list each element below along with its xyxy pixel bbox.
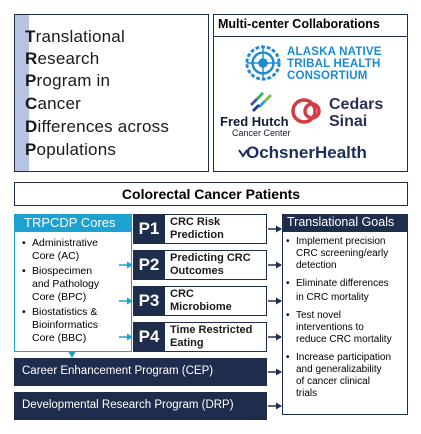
goal-line: detection: [296, 260, 337, 271]
project-title: Outcomes: [170, 265, 224, 277]
core-line: Administrative: [32, 237, 98, 249]
title-line-1: Translational: [25, 27, 125, 46]
goal-line: Eliminate differences: [296, 278, 389, 289]
patients-box: [14, 182, 408, 206]
ochsner-name: OchsnerHealth: [246, 143, 367, 162]
title-line-4: Cancer: [25, 94, 82, 113]
bullet: •: [286, 236, 290, 247]
cedars-sinai-logo-icon: [291, 98, 321, 124]
core-line: Core (AC): [32, 250, 80, 262]
fred-hutch-name: Fred Hutch: [220, 114, 289, 129]
bullet: •: [286, 310, 290, 321]
goal-line: trials: [296, 388, 318, 399]
goal-line: of cancer clinical: [296, 376, 370, 387]
project-title: CRC: [170, 288, 194, 300]
collaborations-divider: [214, 36, 407, 37]
title-line-5: Differences across: [25, 117, 170, 136]
goal-line: and generalizability: [296, 364, 382, 375]
fred-hutch-subtitle: Cancer Center: [232, 128, 291, 138]
alaska-native-name-line-2: TRIBAL HEALTH: [287, 58, 381, 70]
collaborations-heading: Multi-center Collaborations: [218, 17, 380, 31]
program-label-drp: Developmental Research Program (DRP): [22, 399, 234, 411]
project-title: Eating: [170, 337, 204, 349]
goal-line: interventions to: [296, 322, 364, 333]
core-line: Bioinformatics: [32, 319, 98, 331]
alaska-native-logo-icon: [245, 45, 281, 81]
goal-line: reduce CRC mortality: [296, 334, 392, 345]
core-line: Biostatistics &: [32, 306, 98, 318]
program-label-cep: Career Enhancement Program (CEP): [22, 365, 214, 377]
program-bar-cep: [14, 358, 267, 386]
bullet: •: [22, 306, 26, 318]
goals-header: [282, 214, 408, 232]
project-id: P1: [133, 214, 165, 244]
project-id: P2: [133, 250, 165, 280]
program-title-box: [14, 14, 209, 172]
cedars-sinai-name-line-2: Sinai: [329, 113, 368, 130]
core-line: Core (BPC): [32, 291, 87, 303]
bullet: •: [22, 265, 26, 277]
ochsner-logo-icon: [238, 149, 248, 158]
goal-line: Implement precision: [296, 236, 386, 247]
core-line: and Pathology: [32, 278, 100, 290]
project-title: Prediction: [170, 229, 224, 241]
collaborations-box: [213, 14, 408, 172]
cedars-sinai-name-line-1: Cedars: [329, 96, 384, 113]
goal-line: in CRC mortality: [296, 292, 369, 303]
title-accent-stripe: [15, 15, 29, 171]
project-title: Predicting CRC: [170, 252, 251, 264]
bullet: •: [22, 237, 26, 249]
bullet: •: [286, 352, 290, 363]
alaska-native-name-line-1: ALASKA NATIVE: [287, 46, 382, 58]
cores-box: [14, 214, 132, 352]
goal-line: Increase participation: [296, 352, 392, 363]
program-bar-drp: [14, 392, 267, 420]
goals-heading: Translational Goals: [287, 215, 395, 229]
core-line: Core (BBC): [32, 332, 87, 344]
patients-label: Colorectal Cancer Patients: [121, 186, 301, 202]
title-line-6: Populations: [25, 140, 117, 159]
alaska-native-name-line-3: CONSORTIUM: [287, 70, 368, 82]
goal-line: Test novel: [296, 310, 342, 321]
project-title: Time Restricted: [170, 324, 253, 336]
core-line: Biospecimen: [32, 265, 93, 277]
cores-header: [15, 215, 131, 232]
project-id: P3: [133, 286, 165, 316]
goal-line: CRC screening/early: [296, 248, 389, 259]
cores-heading: TRPCDP Cores: [24, 215, 116, 230]
project-title: CRC Risk: [170, 216, 221, 228]
fred-hutch-logo-icon: [250, 92, 272, 112]
title-line-3: Program in: [25, 71, 111, 90]
bullet: •: [286, 278, 290, 289]
project-id: P4: [133, 322, 165, 352]
title-line-2: Research: [25, 49, 100, 68]
project-title: Microbiome: [170, 301, 232, 313]
